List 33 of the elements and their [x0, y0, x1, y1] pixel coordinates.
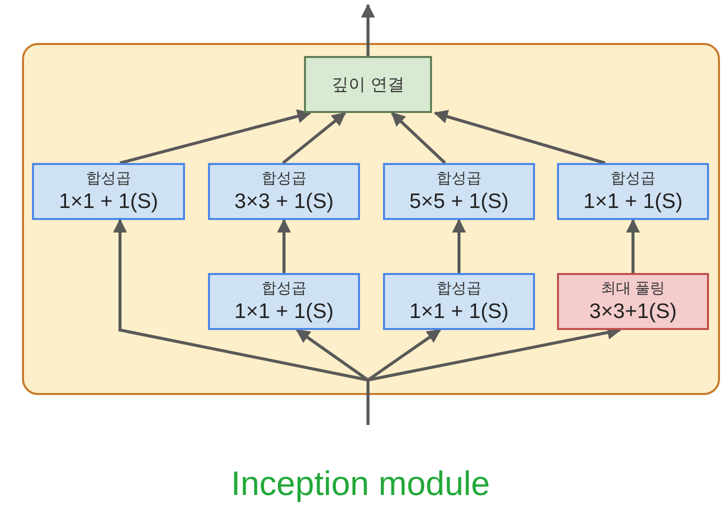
- layer-name: 합성곱: [610, 168, 656, 188]
- layer-box: [557, 273, 709, 330]
- arrow: [120, 109, 312, 164]
- layer-name: 합성곱: [436, 168, 482, 188]
- arrow: [434, 110, 606, 164]
- module-panel: [22, 43, 720, 395]
- layer-params: 깊이 연결: [332, 74, 404, 96]
- layer-box: [304, 56, 432, 113]
- caption: Inception module: [230, 464, 491, 505]
- layer-params: 3×3 + 1(S): [234, 188, 334, 214]
- arrow: [361, 4, 375, 56]
- layer-params: 1×1 + 1(S): [234, 298, 334, 324]
- layer-params: 1×1 + 1(S): [583, 188, 683, 214]
- layer-box: [383, 163, 535, 220]
- layer-name: 합성곱: [262, 278, 306, 298]
- layer-params: 3×3+1(S): [589, 298, 677, 324]
- layer-box: [208, 273, 360, 330]
- layer-box: [557, 163, 709, 220]
- layer-params: 1×1 + 1(S): [58, 188, 158, 214]
- layer-box: [32, 163, 185, 220]
- arrow: [282, 112, 346, 164]
- arrow: [626, 218, 640, 273]
- layer-name: 합성곱: [262, 168, 306, 188]
- layer-name: 최대 풀링: [600, 278, 666, 298]
- layer-box: [383, 273, 535, 330]
- arrow: [452, 218, 466, 273]
- arrow: [390, 112, 446, 164]
- layer-params: 1×1 + 1(S): [409, 298, 509, 324]
- layer-box: [208, 163, 360, 220]
- layer-name: 합성곱: [86, 168, 131, 188]
- layer-params: 5×5 + 1(S): [409, 188, 509, 214]
- layer-name: 합성곱: [436, 278, 482, 298]
- arrow: [277, 218, 291, 273]
